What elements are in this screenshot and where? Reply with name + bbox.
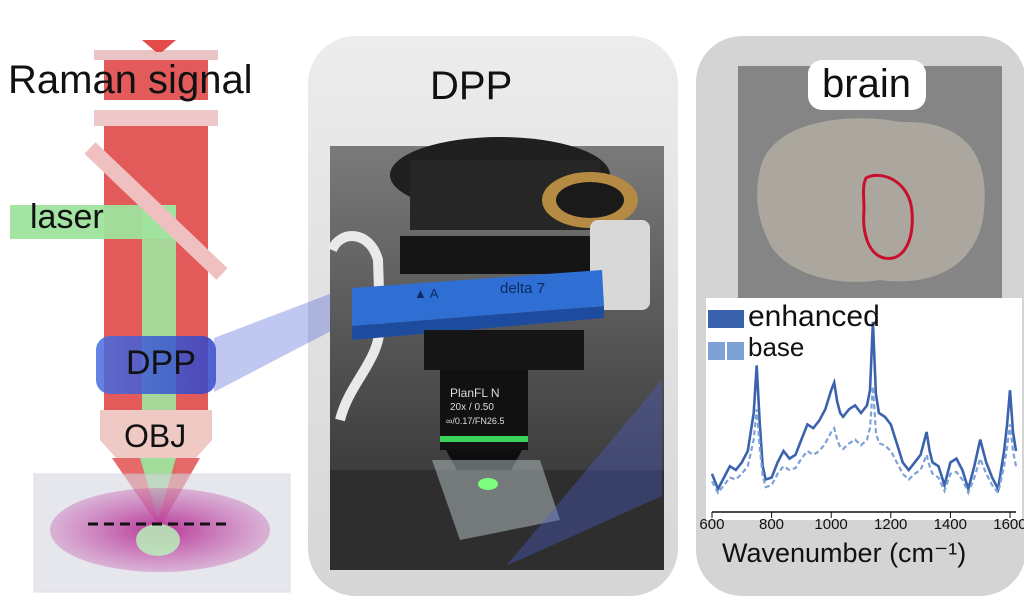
dpp-projection [214,284,356,392]
top-arrow-tip [142,40,176,52]
x-tick-label: 1600 [993,516,1024,533]
legend-label-base: base [748,332,805,362]
x-tick-label: 1000 [814,516,848,533]
left-schematic [10,40,291,593]
x-tick-label: 1400 [933,516,967,533]
objective-text-3: ∞/0.17/FN26.5 [446,416,505,426]
focal-spot [136,524,180,556]
microscope-photo [327,137,664,570]
stage-label-a: ▲ A [414,286,439,301]
raman-beam-upper [104,60,208,100]
x-tick-label: 800 [759,516,785,533]
sample-projection [506,380,662,566]
brain-title-box [808,60,926,110]
brain-title: brain [822,62,911,106]
legend-swatch-enhanced [708,310,744,328]
objective-text-1: PlanFL N [450,386,500,400]
series-layer [710,321,1018,496]
dpp-label: DPP [126,344,196,382]
top-detector-bar [94,50,218,60]
raman-signal-title: Raman signal [8,58,253,102]
x-ticks [711,512,1011,518]
upper-lens-bar [94,110,218,126]
series-line-base [711,386,1018,496]
laser-label: laser [30,198,104,236]
legend-label-enhanced: enhanced [748,300,880,333]
x-axis-title: Wavenumber (cm⁻¹) [722,538,967,568]
dpp-title: DPP [430,64,513,108]
dpp-element [96,336,216,394]
stage-label-model: delta 7 [500,280,546,297]
objective-label: OBJ [124,418,187,454]
x-tick-label: 600 [699,516,725,533]
objective-element [100,410,212,458]
dichroic-mirror [84,142,228,280]
x-tick-label: 1200 [874,516,908,533]
objective-text-2: 20x / 0.50 [450,402,494,413]
